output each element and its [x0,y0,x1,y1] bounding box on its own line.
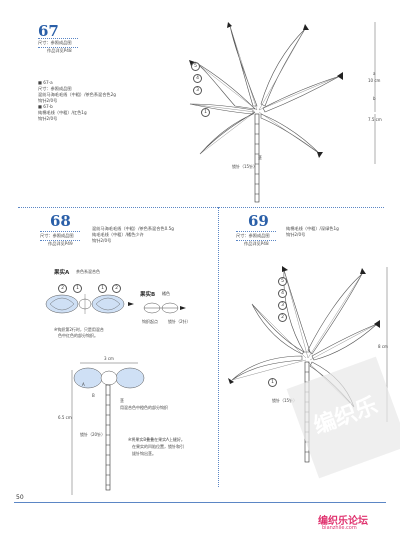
row-number-marker: 1 [201,108,210,117]
site-logo[interactable]: 编织乐论坛 [318,516,368,527]
divider [236,240,276,241]
note-a: 色中红色的部分钩织。 [58,333,98,338]
site-url[interactable]: bianzhile.com [322,525,357,531]
stem-chain-label: 锁针（15针） [272,398,298,403]
row-number-marker: 5 [278,277,287,286]
dimension-b: b [373,96,376,101]
stem-label: 茎 [258,155,262,160]
pattern-number-69: 69 [248,212,269,230]
chain-2-label: 锁针（2针） [168,319,191,324]
material-line: 钩针2/0号 [286,232,306,237]
material-head-b: ■ 67-b [38,104,53,109]
material-head-a: ■ 67-a [38,80,53,85]
stem-chain-label: 锁针（15针） [232,164,258,169]
start-label: 钩织起点 [142,319,158,324]
row-number-marker: 5 [191,62,200,71]
fruit-a-title: 果实A [54,270,70,276]
material-line: 混纺马海毛毛线（中粗）/茶色系混合色2g [38,92,116,97]
fruit-a-color: 茶色系混合色 [76,269,100,274]
divider [38,47,78,48]
footer-rule [14,502,386,503]
divider [38,38,78,39]
note-b: 在果实的凹陷位置，锁针和引 [132,444,184,449]
row-number-marker: 2 [112,284,121,293]
divider [40,240,80,241]
label-b: B [92,393,95,398]
pattern-number-68: 68 [50,212,71,230]
material-line: 钩针2/0号 [38,116,58,121]
fruit-assembled-diagram [71,362,145,495]
dimension-a: a [373,71,376,76]
width-dimension: 3 cm [104,356,114,361]
material-line: 纯毛毛线（中粗）/橘色少许 [92,232,144,237]
section-divider [18,207,384,208]
material-line: 尺寸：参照成品图 [38,86,72,91]
size-label: 尺寸：参照成品图 [38,40,72,45]
stem-chain-label: 锁针（20针） [80,432,106,437]
fruit-b-title: 果实B [140,292,156,298]
note-b: 拔针钩出茎。 [132,451,156,456]
dimension-a-value: 10 cm [368,78,381,83]
reference-page: 作品详见P49 [48,241,73,246]
row-number-marker: 4 [193,74,202,83]
row-number-marker: 1 [98,284,107,293]
stem-note: 用混合色中橙色的部分钩织 [120,405,168,410]
reference-page: 作品详见P48 [244,241,269,246]
divider [236,231,276,232]
fruit-b-color: 橘色 [162,291,170,296]
row-number-marker: 4 [278,289,287,298]
material-line: 钩针2/0号 [92,238,112,243]
label-a: A [82,382,85,387]
material-line: 混纺马海毛毛线（中粗）/茶色系混合色0.5g [92,226,174,231]
page-number: 50 [16,494,24,501]
material-line: 钩针2/0号 [38,98,58,103]
row-number-marker: 3 [193,86,202,95]
row-number-marker: 2 [278,313,287,322]
row-number-marker: 2 [58,284,67,293]
dimension: 8 cm [378,344,388,349]
material-line: 纯棉毛线（中粗）/深绿色1g [286,226,339,231]
row-number-marker: 3 [278,301,287,310]
note-b: ※将果实B叠叠在果实A上缝好。 [128,437,185,442]
leaf-diagram-67 [189,22,376,203]
note-a: ※钩织第2行时，只是用混合 [54,327,104,332]
row-number-marker: 1 [73,284,82,293]
material-line: 纯棉毛线（中粗）/红色1g [38,110,87,115]
height-dimension: 6.5 cm [58,415,72,420]
fruit-a-diagram [45,294,134,314]
size-label: 尺寸：参照成品图 [40,233,74,238]
fruit-b-diagram [143,302,186,314]
row-number-marker: 1 [268,378,277,387]
size-label: 尺寸：参照成品图 [236,233,270,238]
pattern-number-67: 67 [38,22,59,40]
section-divider-vertical [218,207,219,487]
reference-page: 作品详见P48 [47,48,72,53]
divider [40,231,80,232]
dimension-b-value: 7.5 cm [368,117,382,122]
stem-label: 茎 [120,398,124,403]
